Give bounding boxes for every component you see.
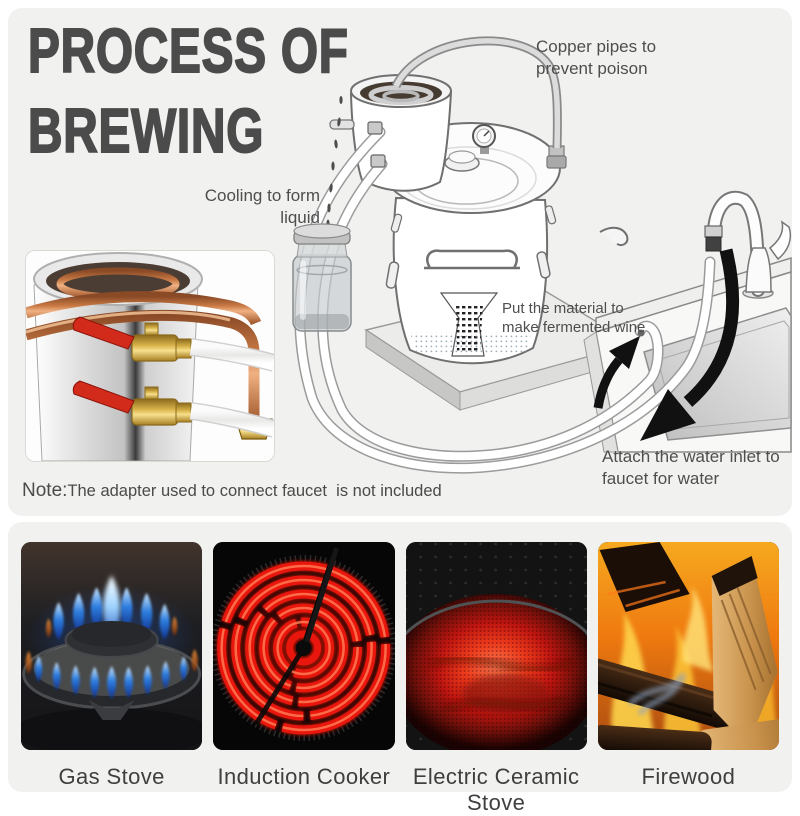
distiller-diagram <box>292 36 792 474</box>
lid-latch <box>599 226 629 246</box>
white-tube <box>190 339 274 371</box>
condenser-coil <box>368 85 434 105</box>
red-valve-handle <box>72 316 135 350</box>
bucket-spout <box>329 119 355 130</box>
collection-jar <box>292 223 352 332</box>
heat-source-card: Electric Ceramic Stove <box>405 542 587 816</box>
annotation-cooling: Cooling to form liquid <box>204 186 320 227</box>
water-level-dots <box>410 332 532 354</box>
pot-connection-photo <box>25 250 275 462</box>
split-wood <box>711 556 778 746</box>
induction-cooker-photo <box>213 542 395 750</box>
heat-sources-row: Gas Stove <box>8 522 792 816</box>
smoke-wisp <box>627 672 687 716</box>
valve-upper <box>72 316 274 372</box>
heat-source-card: Induction Cooker <box>213 542 395 816</box>
heat-source-label: Electric Ceramic Stove <box>412 764 580 815</box>
fermenter-pot <box>381 122 629 365</box>
material-hopper <box>410 292 532 357</box>
note-label: Note: <box>22 480 68 501</box>
faucet-handle <box>768 220 792 261</box>
page-title-line2: BREWING <box>27 96 265 167</box>
heat-source-card: Gas Stove <box>21 542 203 816</box>
annotation-water-inlet: Attach the water inlet to faucet for wat… <box>602 447 780 488</box>
faucet <box>704 190 792 299</box>
copper-arc-pipe <box>391 36 562 149</box>
heat-source-label: Firewood <box>641 764 736 789</box>
annotation-material: Put the material to make fermented wine <box>502 300 646 337</box>
firewood-photo <box>597 542 779 750</box>
white-tube <box>190 403 274 437</box>
note: Note:The adapter used to connect faucet … <box>22 480 442 502</box>
heat-source-card: Firewood <box>597 542 779 816</box>
pot-handle <box>424 249 520 270</box>
valve-lower <box>72 380 274 438</box>
heat-sources-panel: Gas Stove <box>8 522 792 815</box>
page-title: PROCESS OF BREWING <box>27 12 349 172</box>
annotation-copper-pipes: Copper pipes to prevent poison <box>536 37 657 78</box>
electric-ceramic-stove-photo <box>405 542 587 750</box>
water-flow-arrows <box>593 248 740 441</box>
probe-shadow <box>304 547 340 643</box>
page-title-line1: PROCESS OF <box>27 16 349 87</box>
water-flow-arrow-up-icon <box>593 357 623 409</box>
note-text: The adapter used to connect faucet is no… <box>67 482 442 500</box>
water-flow-arrow-down-icon <box>683 248 740 407</box>
heat-source-label: Gas Stove <box>58 764 165 789</box>
heat-source-label: Induction Cooker <box>217 764 391 789</box>
red-valve-handle <box>72 380 135 414</box>
thermometer-icon <box>472 124 496 154</box>
gas-stove-photo <box>21 542 203 750</box>
faucet-adapter <box>704 225 723 238</box>
pot-clamps <box>385 205 557 289</box>
